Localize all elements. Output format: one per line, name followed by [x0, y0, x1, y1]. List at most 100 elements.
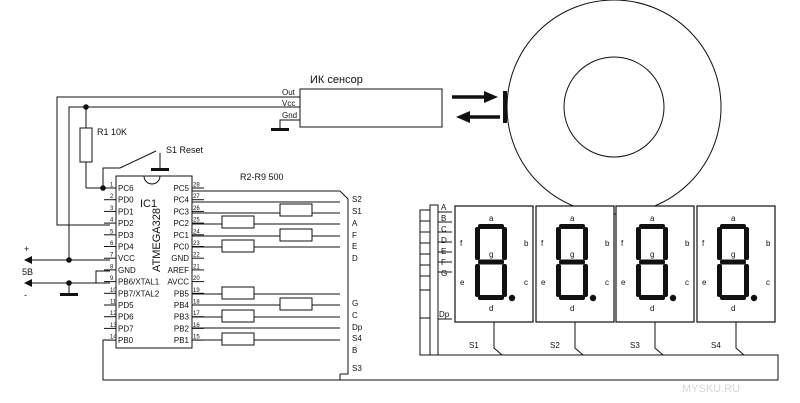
ir-sensor-pin-vcc: Vcc: [282, 99, 295, 108]
resistor-bank-r: [221, 286, 255, 300]
mcu-pin-number: 4: [110, 218, 114, 224]
segment-label: e: [541, 278, 546, 287]
mcu-pin-number: 24: [193, 229, 200, 235]
segment-dp: [750, 294, 758, 302]
wire-s3-bus: [102, 339, 779, 381]
mcu-pin-number: 17: [193, 311, 200, 317]
mcu-pin-name: PB0: [118, 336, 134, 345]
watermark: MYSKU.RU: [682, 383, 740, 395]
segment-d: [559, 295, 585, 300]
segment-g: [639, 259, 665, 265]
ir-sensor-window: [503, 91, 507, 123]
segment-a: [639, 224, 665, 229]
segment-f: [717, 227, 722, 260]
mcu-pin-name: PB6/XTAL1: [118, 278, 160, 287]
net-label: S4: [352, 334, 362, 343]
bus-label: Dp: [439, 310, 450, 319]
mcu-pin-number: 6: [110, 241, 114, 247]
mcu-pin-name: PC3: [173, 207, 189, 216]
segment-e: [636, 264, 641, 297]
ir-sensor-pin-out: Out: [282, 88, 296, 97]
mcu-pin-number: 16: [193, 323, 200, 329]
mcu-pin-number: 15: [193, 335, 200, 341]
net-label: C: [352, 311, 358, 320]
mcu-right-pins: 28PC527PC426PC325PC224PC123PC022GND21ARE…: [167, 183, 204, 345]
segment-d: [639, 295, 665, 300]
wire-reset: [102, 167, 120, 188]
mcu-pin-number: 23: [193, 241, 200, 247]
segment-label: c: [766, 278, 770, 287]
segment-label: g: [570, 250, 574, 259]
segment-label: b: [685, 239, 690, 248]
ir-sensor-body: [299, 88, 443, 128]
net-label: F: [352, 231, 357, 240]
segment-b: [744, 227, 749, 260]
segment-label: b: [766, 239, 771, 248]
mcu-pin-number: 20: [193, 276, 200, 282]
resistor-r1-label: R1 10K: [97, 127, 127, 137]
vcc-arrow: [24, 256, 32, 264]
reset-switch-contact: [119, 150, 157, 169]
segment-label: a: [570, 214, 575, 223]
segment-label: d: [489, 304, 493, 313]
mcu-pin-number: 9: [110, 276, 114, 282]
segment-d: [720, 295, 746, 300]
mcu-pin-name: AREF: [168, 266, 189, 275]
segment-label: f: [702, 239, 705, 248]
segment-label: g: [650, 250, 654, 259]
net-label: G: [352, 299, 358, 308]
mcu-pin-number: 3: [110, 206, 114, 212]
mcu-pin-number: 12: [110, 311, 117, 317]
net-label: E: [352, 242, 357, 251]
display-bus-bar: [429, 204, 439, 356]
mcu-pin-name: PD1: [118, 207, 134, 216]
mcu-pin-number: 25: [193, 218, 200, 224]
mcu-pin-name: PD4: [118, 243, 134, 252]
net-label: S1: [352, 207, 362, 216]
mcu-pin-number: 19: [193, 288, 200, 294]
segment-label: c: [605, 278, 609, 287]
segment-c: [502, 264, 507, 297]
mcu-pin-name: PC6: [118, 184, 134, 193]
mcu-pin-number: 11: [110, 300, 117, 306]
mcu-pin-name: VCC: [118, 254, 135, 263]
net-label: Dp: [352, 323, 363, 332]
reset-ground-symbol: [151, 168, 169, 171]
segment-g: [478, 259, 504, 265]
wire-sensor-vcc: [68, 106, 300, 261]
segment-label: e: [460, 278, 465, 287]
segment-label: a: [731, 214, 736, 223]
mcu-pin-number: 7: [110, 253, 114, 259]
segment-label: f: [621, 239, 624, 248]
segment-b: [502, 227, 507, 260]
segment-e: [717, 264, 722, 297]
resistor-bank-r: [279, 228, 313, 242]
mcu-pin-number: 1: [110, 183, 114, 189]
resistor-bank-label: R2-R9 500: [240, 172, 284, 182]
mcu-pin-number: 18: [193, 300, 200, 306]
power-voltage-label: 5В: [22, 267, 33, 277]
ir-receive-arrow-head: [456, 111, 470, 123]
bus-label: D: [441, 236, 447, 245]
mcu-pin-name: PB4: [174, 301, 190, 310]
mcu-pin-name: PB5: [174, 289, 190, 298]
digit-select-lead: [493, 322, 503, 356]
mcu-pin-number: 14: [110, 335, 117, 341]
mcu-pin-number: 28: [193, 183, 200, 189]
resistor-r1: [79, 127, 93, 163]
mcu-body: [115, 175, 193, 349]
mcu-pin-name: PD7: [118, 324, 134, 333]
segment-a: [478, 224, 504, 229]
mcu-notch: [143, 175, 161, 185]
mcu-pin-name: PC4: [173, 196, 189, 205]
mcu-pin-number: 21: [193, 264, 200, 270]
segment-a: [559, 224, 585, 229]
segment-e: [475, 264, 480, 297]
bus-label: G: [441, 269, 447, 278]
segment-label: d: [650, 304, 654, 313]
encoder-disk-outer: [506, 0, 722, 215]
digit-select-lead: [735, 322, 745, 356]
